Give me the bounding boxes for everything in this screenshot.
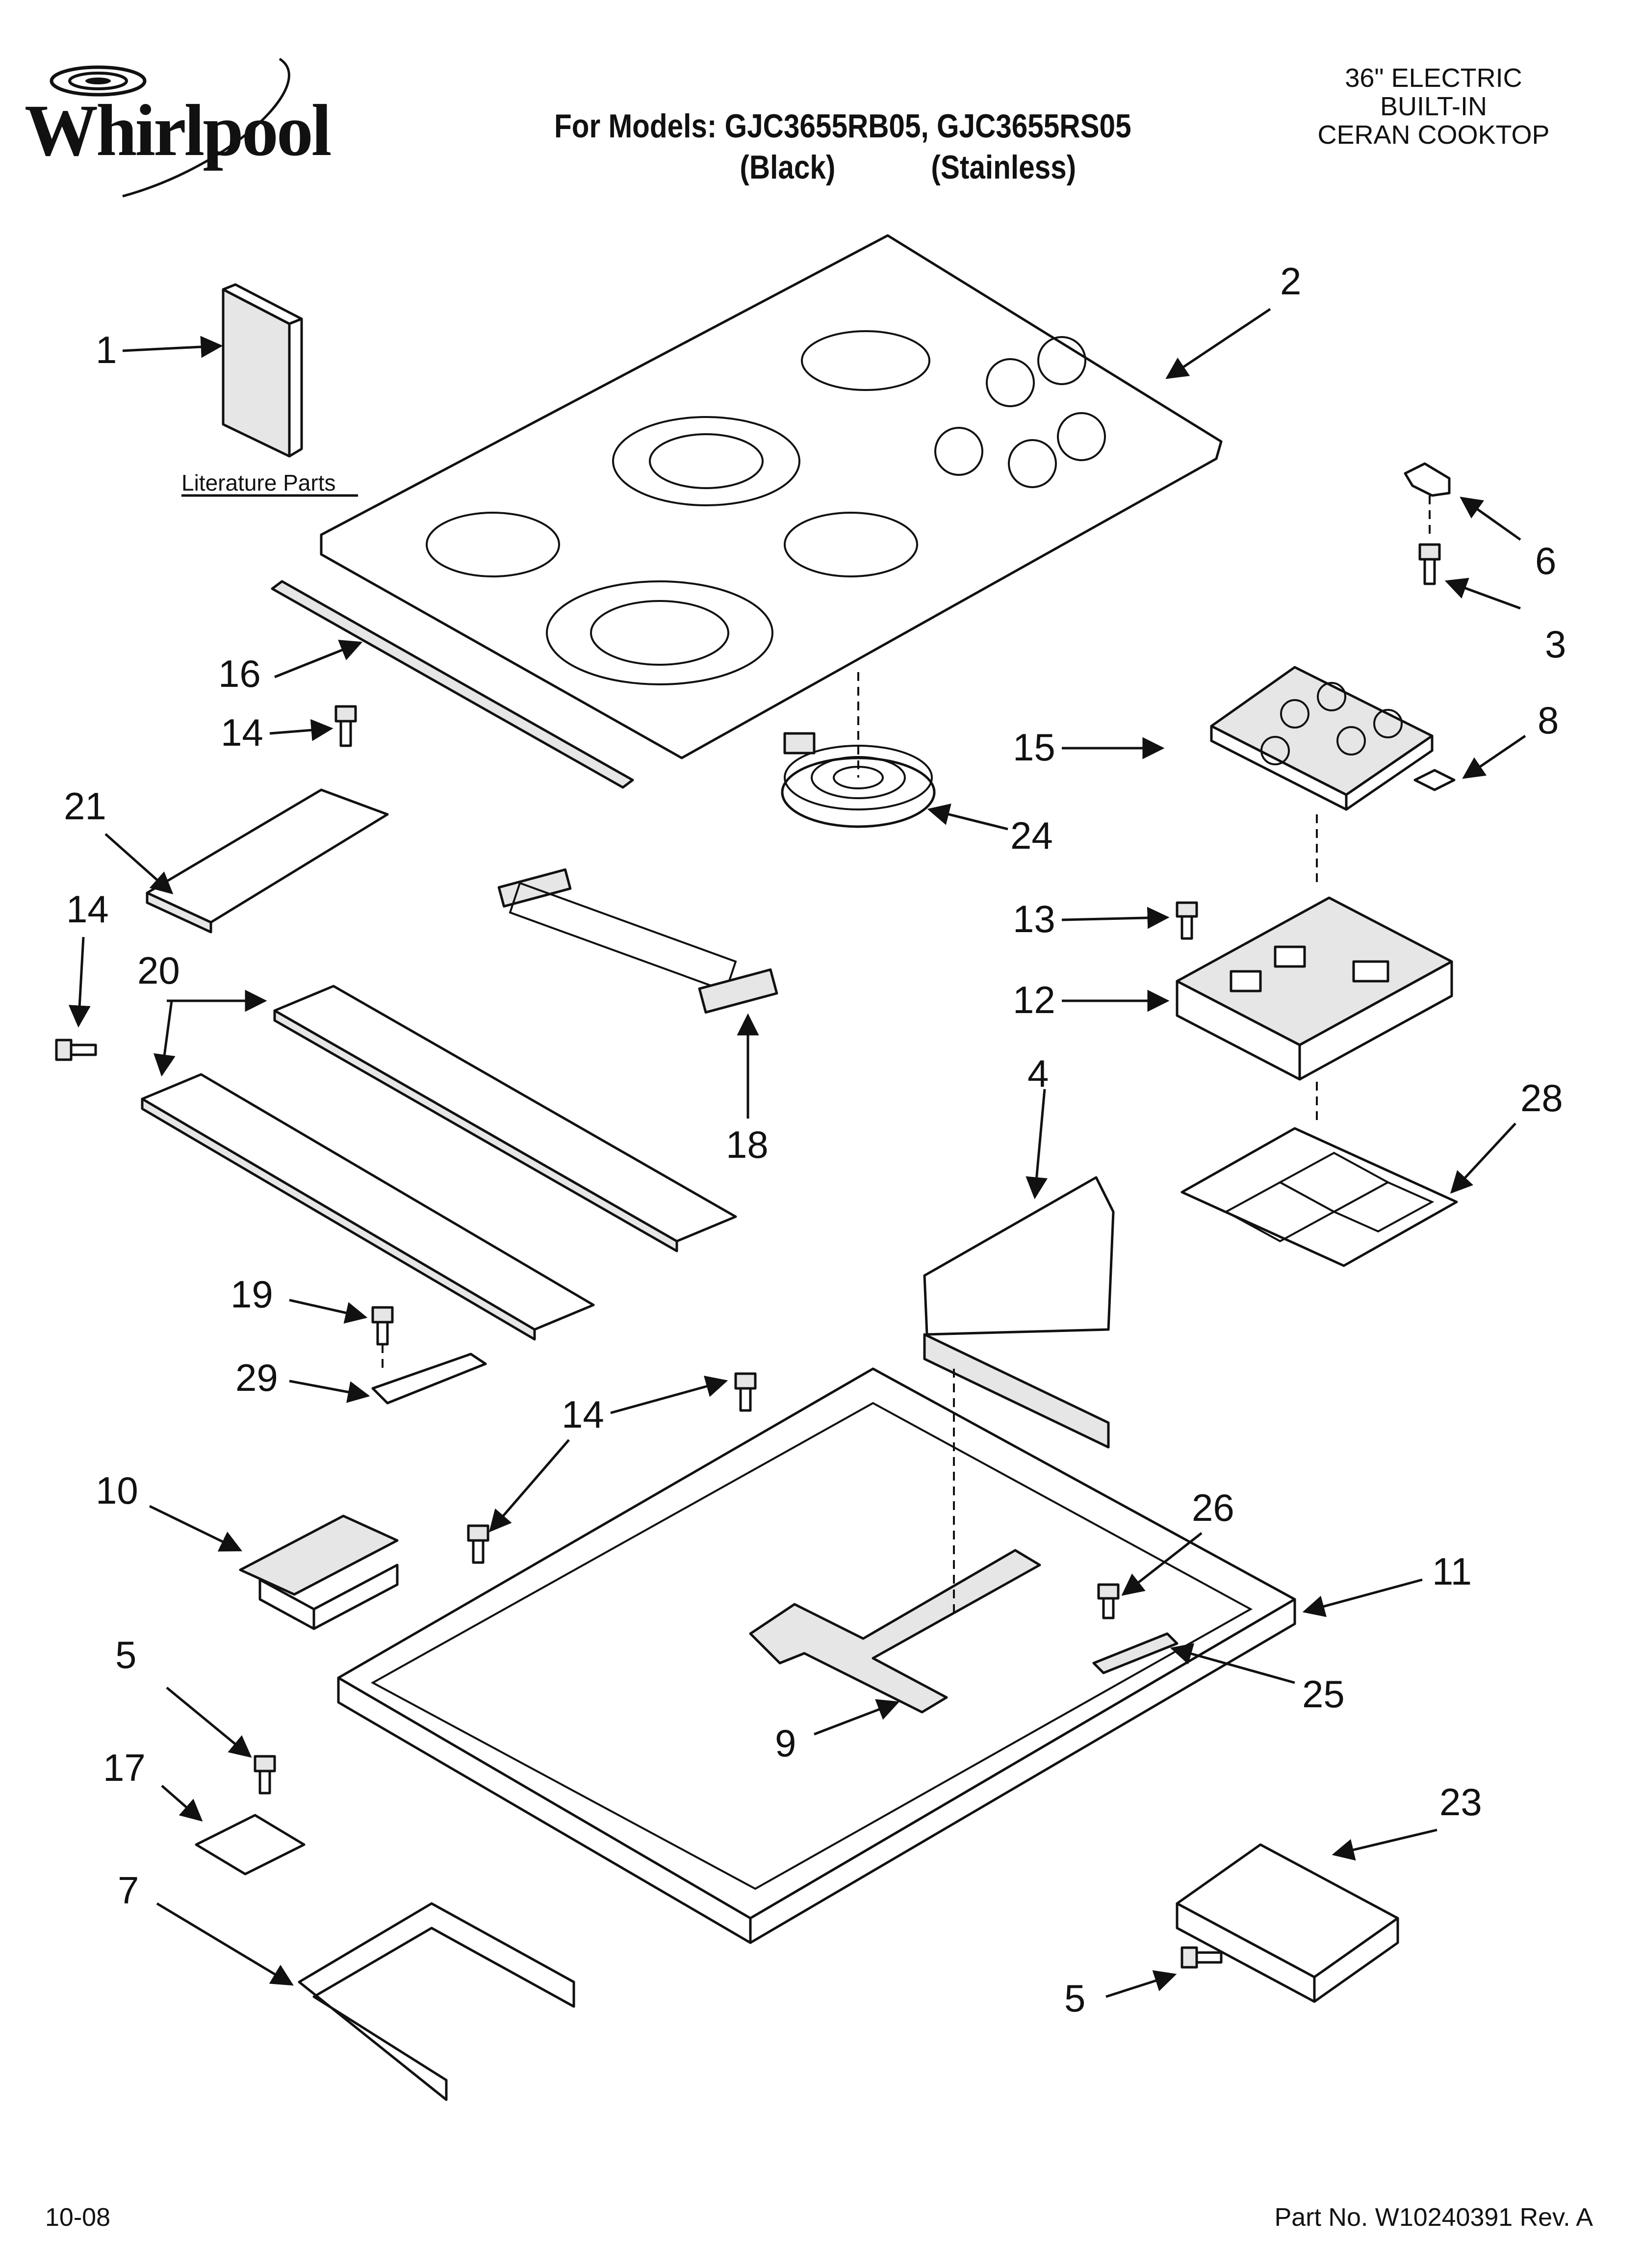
front-rear-rails [141, 985, 737, 1341]
emi-filter-box [239, 1514, 399, 1630]
front-trim-strip [271, 580, 634, 789]
terminal-screw [1097, 1583, 1120, 1619]
product-line-3: CERAN COOKTOP [1317, 120, 1550, 150]
callout-29: 29 [235, 1356, 278, 1399]
small-label-part [1413, 769, 1456, 791]
callout-5a: 5 [115, 1633, 136, 1676]
electronic-control-box [1176, 896, 1453, 1081]
callout-9: 9 [775, 1721, 796, 1765]
callout-16: 16 [218, 652, 261, 695]
logo-swirl-icon [50, 57, 290, 198]
callout-18: 18 [726, 1123, 769, 1166]
callout-19: 19 [231, 1273, 273, 1316]
callout-24: 24 [1010, 814, 1053, 857]
product-description: 36" ELECTRIC BUILT-IN CERAN COOKTOP [1277, 64, 1591, 149]
callout-1: 1 [96, 328, 117, 371]
revision-date: 10-08 [45, 2203, 110, 2232]
callout-13: 13 [1013, 897, 1055, 940]
radiant-surface-element [781, 732, 936, 828]
product-line-1: 36" ELECTRIC [1345, 63, 1522, 93]
control-box-screw [1176, 901, 1198, 940]
callout-23: 23 [1439, 1780, 1482, 1824]
callout-7: 7 [118, 1869, 139, 1912]
callout-6: 6 [1535, 539, 1556, 582]
callout-4: 4 [1027, 1052, 1049, 1095]
control-mounting-plate [1180, 1127, 1458, 1267]
side-support-bracket [146, 788, 389, 934]
chassis-screw-right [734, 1372, 757, 1412]
ground-plate [195, 1814, 306, 1876]
glass-cooktop-top [320, 234, 1223, 759]
leader-lines [68, 308, 1526, 1998]
chassis-screw-left [467, 1524, 489, 1564]
brand-wordmark: Whirlpool [25, 90, 332, 171]
callout-21: 21 [64, 784, 106, 828]
left-screw [55, 1039, 97, 1061]
callout-14c: 14 [562, 1393, 604, 1436]
callout-15: 15 [1013, 726, 1055, 769]
insulation-pad [749, 1549, 1041, 1714]
models-heading: For Models: GJC3655RB05, GJC3655RS05 (Bl… [554, 105, 1131, 188]
product-line-2: BUILT-IN [1380, 92, 1488, 121]
callout-14a: 14 [221, 711, 263, 754]
callout-12: 12 [1013, 978, 1055, 1021]
models-finish-line: (Black) (Stainless) [740, 149, 1077, 186]
callout-3: 3 [1545, 623, 1566, 666]
rail-support-plate [371, 1353, 487, 1405]
rail-screw [371, 1306, 394, 1346]
front-mounting-bracket [298, 1902, 575, 2101]
callout-11: 11 [1432, 1550, 1472, 1593]
models-line: For Models: GJC3655RB05, GJC3655RS05 [554, 107, 1131, 145]
callout-5b: 5 [1064, 1977, 1085, 2020]
literature-parts-book [222, 283, 303, 458]
callout-26: 26 [1192, 1486, 1234, 1529]
literature-parts-label: Literature Parts [181, 470, 335, 495]
callout-8: 8 [1538, 699, 1559, 742]
mounting-clip [1404, 462, 1451, 497]
callout-10: 10 [96, 1469, 138, 1512]
callout-2: 2 [1280, 260, 1301, 303]
junction-box [1176, 1843, 1399, 2003]
rear-panel-bracket [923, 1176, 1115, 1449]
touch-control-board [1210, 666, 1434, 811]
plate-screw [254, 1755, 276, 1795]
callout-28: 28 [1520, 1076, 1563, 1120]
upper-screw [334, 705, 357, 747]
junction-box-screw [1180, 1946, 1223, 1969]
part-number: Part No. W10240391 Rev. A [1274, 2203, 1593, 2232]
ribbon-wire-harness [497, 868, 778, 1014]
callout-14b: 14 [66, 887, 109, 931]
callout-17: 17 [103, 1746, 146, 1789]
callout-25: 25 [1302, 1672, 1345, 1716]
whirlpool-logo: Whirlpool [25, 54, 338, 201]
clip-screw [1418, 543, 1441, 585]
callout-20: 20 [137, 949, 180, 992]
